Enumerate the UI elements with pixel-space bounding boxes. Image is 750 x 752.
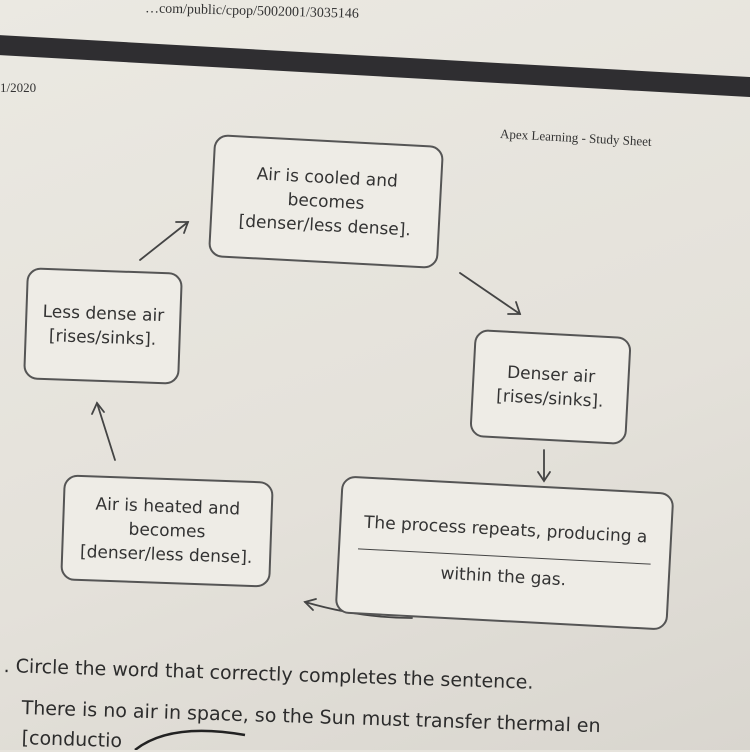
arrow-up-icon xyxy=(91,401,116,461)
date: 1/2020 xyxy=(0,80,37,95)
arrow-down-icon xyxy=(537,449,551,483)
arrow-up-right-icon xyxy=(139,221,190,261)
arrow-down-right-icon xyxy=(459,272,522,315)
